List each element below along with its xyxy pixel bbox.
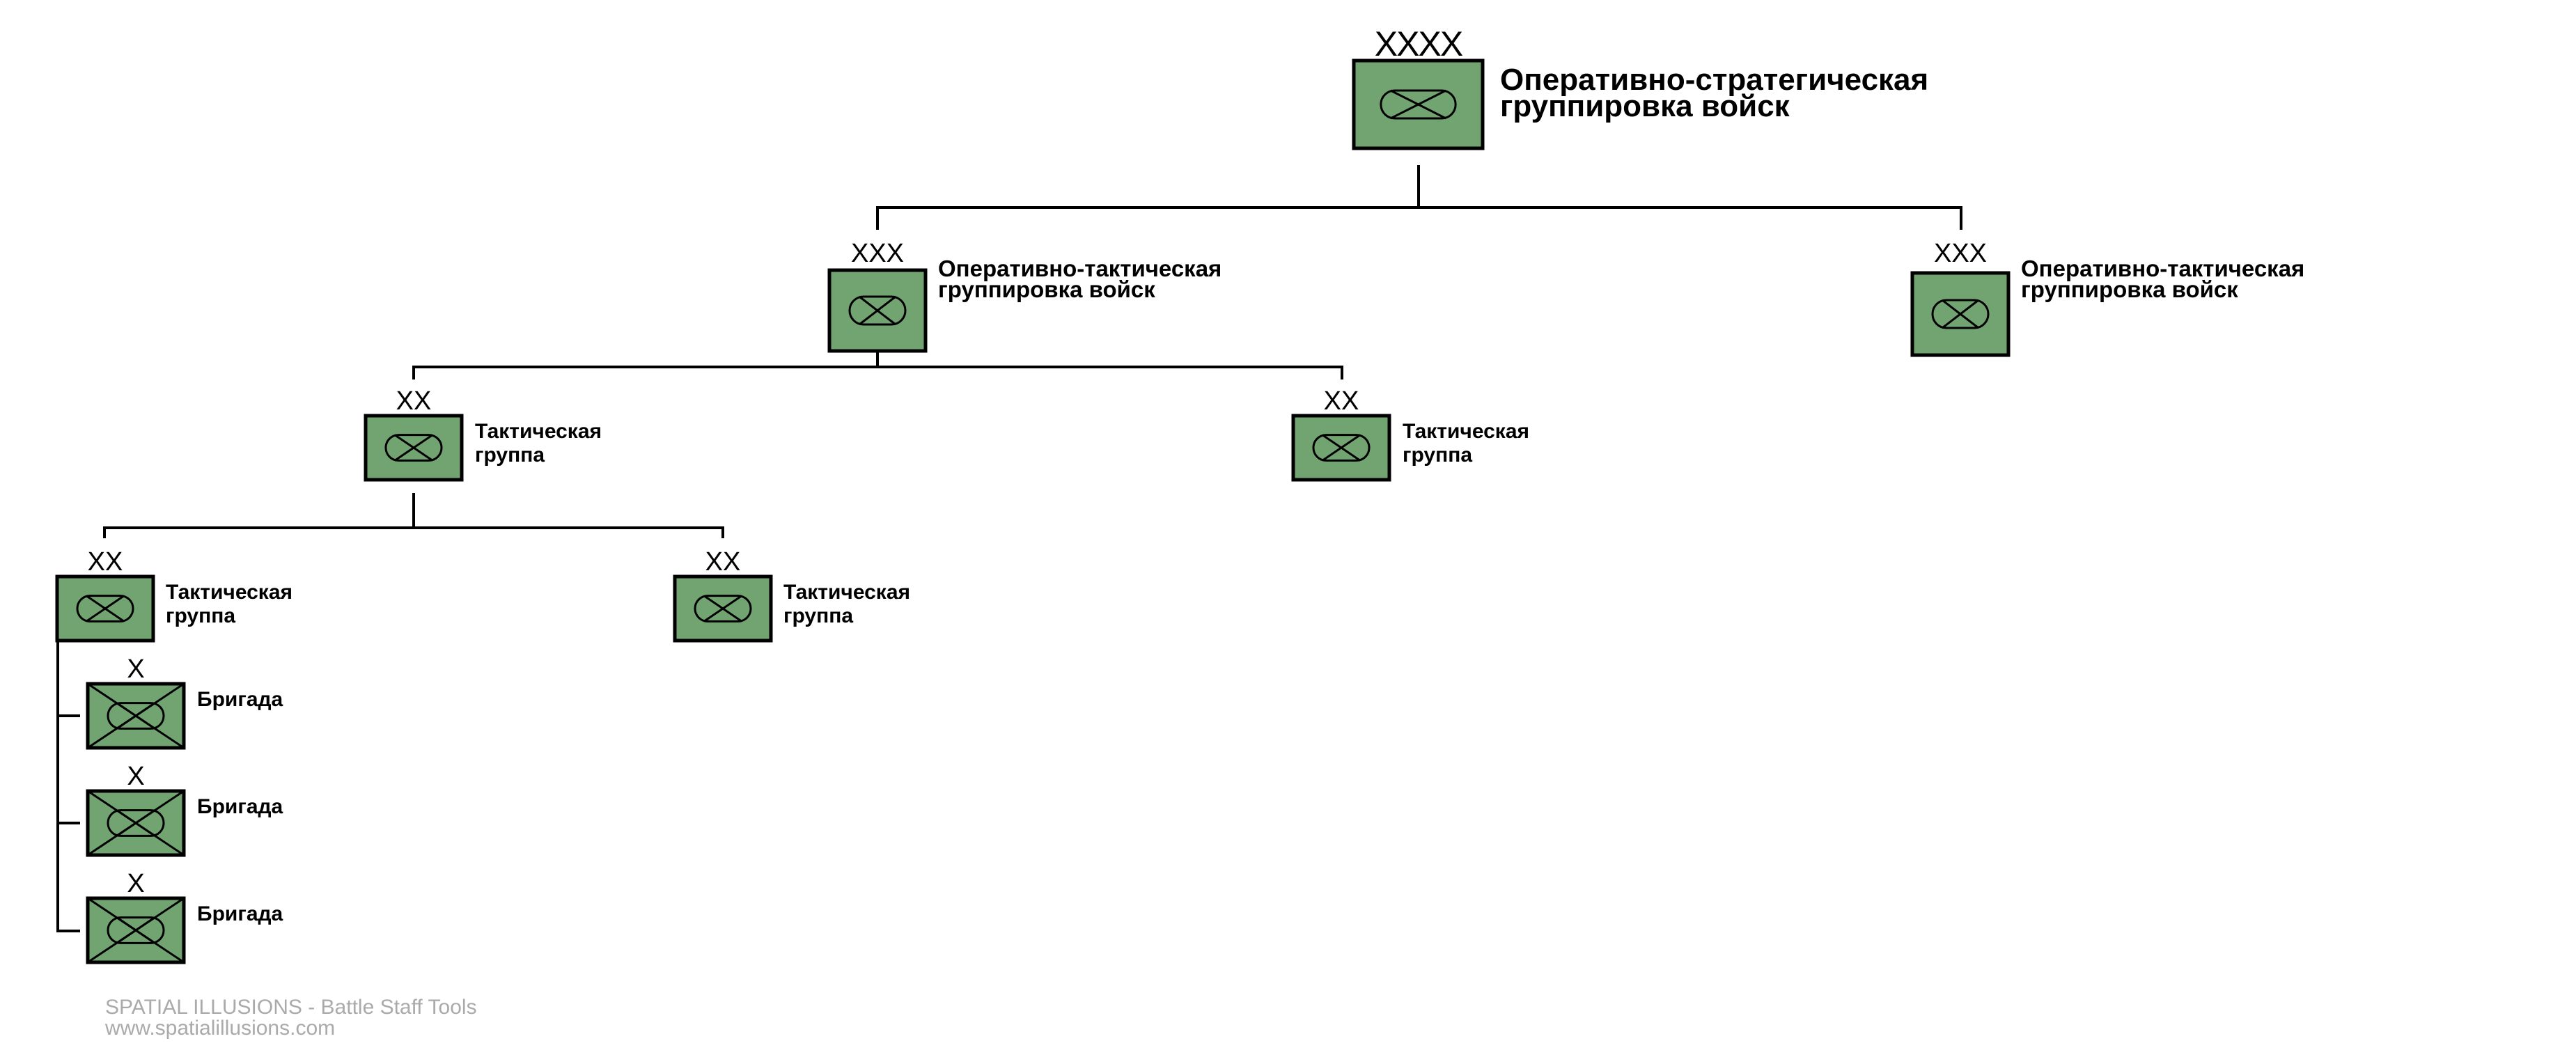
footer-credit: SPATIAL ILLUSIONS - Battle Staff Tools w… <box>105 997 477 1039</box>
unit-symbol-ops-strategic[interactable] <box>1352 58 1485 150</box>
armor-track-icon <box>107 809 165 837</box>
echelon-marker: XXX <box>850 239 905 268</box>
unit-label-line: группа <box>1403 444 1473 467</box>
unit-label-line: Оперативно-стратегическая <box>1500 63 1929 97</box>
unit-label-brigade-1: Бригада <box>197 688 283 712</box>
frame-cross-icon <box>87 790 185 856</box>
footer-brand: SPATIAL ILLUSIONS - Battle Staff Tools <box>105 996 477 1019</box>
unit-symbol-ops-tactical-2[interactable] <box>1910 271 2011 357</box>
unit-label-tactical-1: Тактическая группа <box>475 420 602 467</box>
connector-line <box>56 641 80 932</box>
unit-label-line: группа <box>166 604 236 627</box>
unit-symbol-ops-tactical-1[interactable] <box>827 268 928 353</box>
unit-label-line: группа <box>783 604 854 627</box>
infantry-cross-icon <box>859 295 896 326</box>
unit-label-line: Тактическая <box>1403 420 1530 443</box>
echelon-marker: X <box>127 762 145 791</box>
echelon-marker: X <box>127 655 145 684</box>
unit-label-line: группировка войск <box>938 276 1155 302</box>
unit-label-ops-tactical-1: Оперативно-тактическая группировка войск <box>938 256 1222 302</box>
unit-label-line: группировка войск <box>2021 276 2238 302</box>
armor-track-icon <box>107 916 165 944</box>
unit-label-line: группировка войск <box>1500 89 1790 123</box>
echelon-marker: XXXX <box>1374 24 1463 63</box>
armor-track-icon <box>76 595 134 623</box>
echelon-marker: XX <box>87 547 123 577</box>
echelon-marker: XXX <box>1933 239 1988 268</box>
armor-track-icon <box>1931 299 1990 329</box>
unit-symbol-brigade-1[interactable] <box>86 682 186 750</box>
armor-track-icon <box>1312 434 1371 462</box>
unit-symbol-brigade-2[interactable] <box>86 789 186 857</box>
infantry-cross-icon <box>1322 434 1361 462</box>
unit-label-tactical-4: Тактическая группа <box>783 581 910 628</box>
unit-label-line: Бригада <box>197 795 283 818</box>
unit-label-line: Бригада <box>197 902 283 925</box>
unit-label-line: Бригада <box>197 688 283 711</box>
connector-line <box>103 526 724 538</box>
unit-label-line: Оперативно-тактическая <box>938 256 1222 281</box>
echelon-marker: XX <box>396 386 432 416</box>
unit-symbol-tactical-2[interactable] <box>1291 414 1391 482</box>
armor-track-icon <box>107 702 165 730</box>
armor-track-icon <box>694 595 752 623</box>
armor-track-icon <box>384 434 443 462</box>
unit-label-line: Тактическая <box>166 581 293 604</box>
echelon-marker: XX <box>705 547 741 577</box>
unit-label-tactical-2: Тактическая группа <box>1403 420 1529 467</box>
unit-symbol-brigade-3[interactable] <box>86 896 186 964</box>
infantry-cross-icon <box>1942 299 1979 329</box>
infantry-cross-icon <box>1390 89 1446 120</box>
unit-label-line: Тактическая <box>783 581 911 604</box>
unit-label-tactical-3: Тактическая группа <box>166 581 292 628</box>
unit-frame <box>827 268 928 353</box>
unit-label-line: Тактическая <box>475 420 602 443</box>
frame-cross-icon <box>87 897 185 964</box>
connector-line <box>876 206 1962 230</box>
unit-label-ops-tactical-2: Оперативно-тактическая группировка войск <box>2021 256 2305 302</box>
unit-label-ops-strategic: Оперативно-стратегическая группировка во… <box>1500 63 1929 123</box>
unit-label-brigade-3: Бригада <box>197 902 283 926</box>
unit-label-brigade-2: Бригада <box>197 795 283 819</box>
echelon-marker: X <box>127 869 145 898</box>
unit-symbol-tactical-3[interactable] <box>55 574 155 643</box>
echelon-marker: XX <box>1323 386 1359 416</box>
armor-track-icon <box>1380 89 1457 120</box>
frame-cross-icon <box>87 682 185 749</box>
armor-track-icon <box>848 295 907 326</box>
connector-line <box>412 366 1343 379</box>
unit-label-line: Оперативно-тактическая <box>2021 256 2305 281</box>
unit-symbol-tactical-1[interactable] <box>364 414 464 482</box>
footer-url: www.spatialillusions.com <box>105 1017 336 1040</box>
infantry-cross-icon <box>86 595 125 623</box>
unit-symbol-tactical-4[interactable] <box>673 574 773 643</box>
infantry-cross-icon <box>394 434 433 462</box>
unit-label-line: группа <box>475 444 545 467</box>
infantry-cross-icon <box>703 595 742 623</box>
